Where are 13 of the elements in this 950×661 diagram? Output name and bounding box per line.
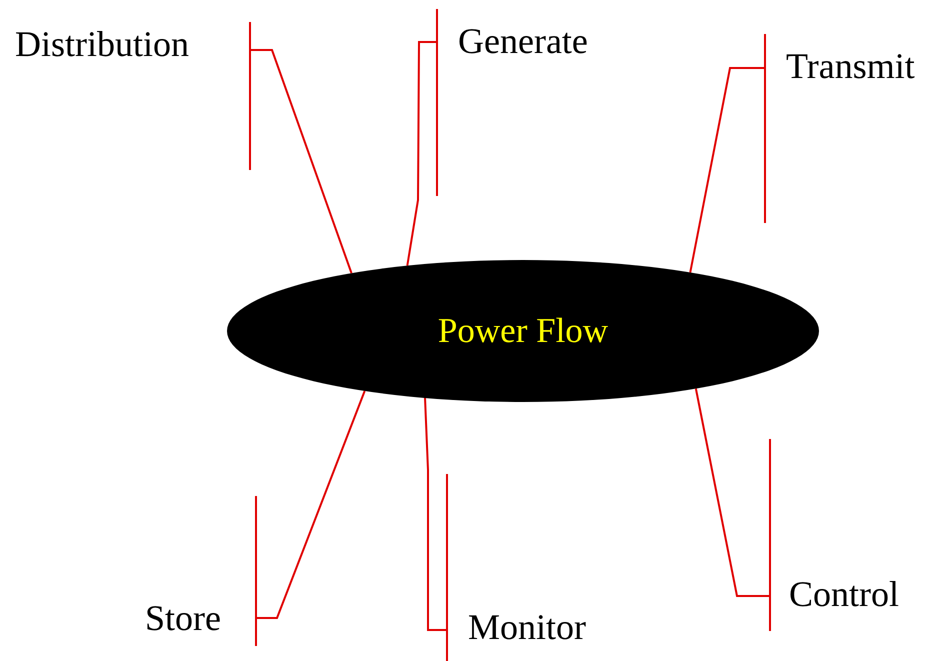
connector-line: [694, 388, 769, 597]
branch-label: Transmit: [786, 46, 915, 86]
branch-label: Control: [789, 574, 900, 614]
connector-line: [424, 398, 446, 631]
connector-line: [257, 390, 366, 619]
ellipse-label: Power Flow: [438, 311, 608, 351]
branch-label: Monitor: [468, 607, 586, 647]
branch-label: Store: [145, 598, 221, 638]
branch-label: Generate: [458, 21, 588, 61]
connector-line: [689, 67, 764, 273]
connector-line: [406, 41, 436, 266]
connector-line: [251, 49, 352, 274]
branch-label: Distribution: [15, 24, 190, 64]
